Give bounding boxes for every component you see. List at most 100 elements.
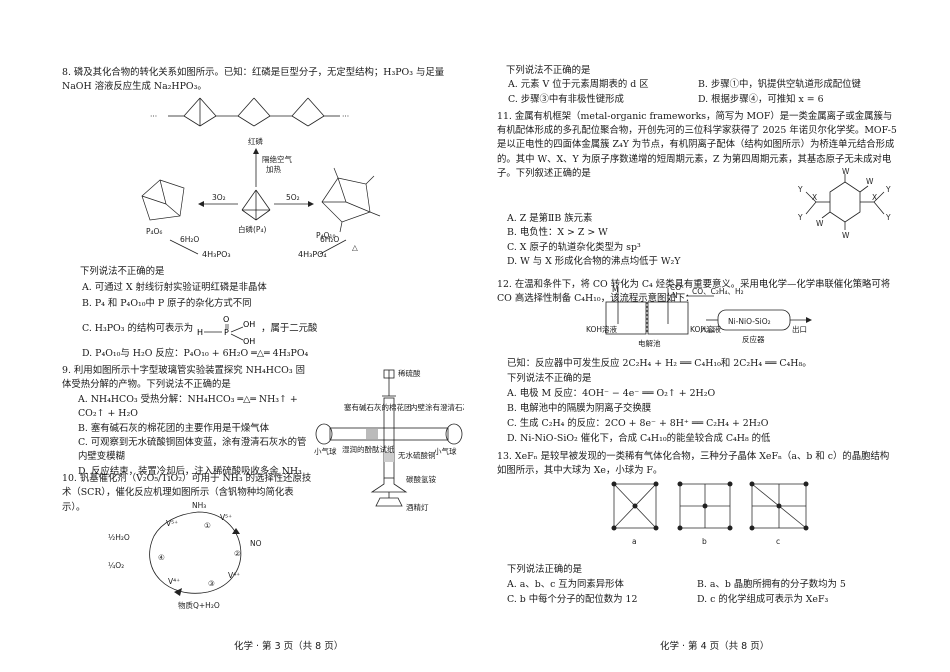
q11-option-a: A. Z 是第ⅡB 族元素 (507, 213, 593, 224)
p4o6-cage (141, 179, 185, 221)
q13-option-c: C. b 中每个分子的配位数为 12 (507, 594, 638, 605)
q11-options: A. Z 是第ⅡB 族元素 B. 电负性：X > Z > W C. X 原子的轨… (507, 212, 787, 270)
acid-label: 稀硫酸 (398, 368, 421, 378)
cell-c-caption: c (776, 537, 780, 546)
q13-option-b: B. a、b 晶胞所拥有的分子数均为 5 (697, 579, 846, 590)
h2o-a: 6H₂O (180, 235, 199, 244)
q8-option-c: C. H₃PO₃ 的结构可表示为 O H P OH OH ，属于二元酸 (80, 312, 460, 346)
q9-stem: 9. 利用如图所示十字型玻璃管实验装置探究 NH₄HCO₃ 固体受热分解的产物。… (62, 365, 305, 391)
q13-crystal-cells: a b c (611, 481, 809, 546)
q8-option-d: D. P₄O₁₀与 H₂O 反应：P₄O₁₀ + 6H₂O ═△═ 4H₃PO₄ (82, 348, 309, 359)
ligand-w2: W (866, 177, 874, 186)
q11-ligand-structure: W W W W X X Y Y Y Y (797, 168, 891, 240)
step3-label: ③ (208, 579, 215, 588)
nh3-label: NH₃ (192, 501, 206, 510)
h3po4-product: 4H₃PO₄ (298, 250, 327, 259)
v5-b: V⁵⁺ (220, 513, 232, 522)
gas-mixture: CO、C₂H₄、H₂ (692, 287, 744, 296)
ligand-y2: Y (797, 213, 803, 222)
q8-options: 下列说法不正确的是 A. 可通过 X 射线衍射实验证明红磷是非晶体 B. P₄ … (80, 264, 460, 362)
p4o6-label: P₄O₆ (146, 227, 162, 236)
q13-option-a: A. a、b、c 互为同素异形体 (507, 579, 624, 590)
q11-option-d: D. W 与 X 形成化合物的沸点均低于 W₂Y (507, 256, 681, 268)
q12-option-a: A. 电极 M 反应：4OH⁻ − 4e⁻ ══ O₂↑ + 2H₂O (507, 388, 716, 399)
cond2-label: 加热 (266, 164, 281, 174)
outlet-label: 出口 (792, 324, 807, 334)
q12-option-b: B. 电解池中的隔膜为阴离子交换膜 (507, 403, 652, 414)
step4-label: ④ (158, 553, 165, 562)
ligand-y3: Y (885, 185, 891, 194)
koh-left: KOH溶液 (586, 324, 618, 334)
q8-option-c-text: C. H₃PO₃ 的结构可表示为 (82, 323, 194, 334)
q12-known: 已知：反应器中可发生反应 2C₂H₄ + H₂ ══ C₄H₁₀和 2C₂H₄ … (507, 358, 812, 369)
q12-prompt: 下列说法不正确的是 (507, 373, 592, 384)
red-p-label: 红磷 (248, 136, 263, 146)
q9-option-a: A. NH₄HCO₃ 受热分解：NH₄HCO₃ ═△═ NH₃↑ + CO₂↑ … (78, 393, 298, 420)
cotton-plug (366, 429, 378, 439)
q13-option-d: D. c 的化学组成可表示为 XeF₃ (697, 594, 829, 605)
v4-b: V⁴⁺ (228, 571, 240, 580)
cell-a-caption: a (632, 537, 637, 546)
footer-right: 化学 · 第 4 页（共 8 页） (660, 641, 770, 652)
electrode-n: N (672, 291, 678, 300)
soda-label: 塞有碱石灰的棉花团 (344, 402, 412, 412)
q12-options: 已知：反应器中可发生反应 2C₂H₄ + H₂ ══ C₄H₁₀和 2C₂H₄ … (507, 356, 897, 446)
q12-flow-diagram: M N CO CO、C₂H₄、H₂ KOH溶液 KOH溶液 电解池 Ni-NiO… (586, 284, 812, 348)
q10-option-a: A. 元素 V 位于元素周期表的 d 区 (508, 79, 649, 91)
q10-prompt: 下列说法不正确的是 (506, 65, 591, 76)
q13-options: 下列说法正确的是 A. a、b、c 互为同素异形体 B. a、b 晶胞所拥有的分… (507, 562, 897, 607)
ligand-x1: X (812, 193, 817, 202)
q9-option-b: B. 塞有碱石灰的棉花团的主要作用是干燥气体 (78, 422, 269, 434)
q12-stem: 12. 在温和条件下，将 CO 转化为 C₄ 烃类具有重要意义。采用电化学—化学… (497, 279, 891, 305)
q8-option-a: A. 可通过 X 射线衍射实验证明红磷是非晶体 (82, 282, 267, 293)
h3po3-structure: O H P OH OH (197, 315, 255, 345)
q8-stem: 8. 磷及其化合物的转化关系如图所示。已知：红磷是巨型分子，无定型结构；H₃PO… (62, 67, 445, 92)
step2-label: ② (234, 549, 241, 558)
koh-right: KOH溶液 (690, 324, 722, 334)
q11-stem: 11. 金属有机框架（metal-organic frameworks，简写为 … (497, 111, 897, 179)
svg-text:H: H (197, 328, 203, 337)
ligand-w4: W (842, 231, 850, 240)
cuso4-bed (384, 452, 394, 462)
q13-stem: 13. XeFₙ 是较早被发现的一类稀有气体化合物，三种分子晶体 XeFₙ（a、… (497, 451, 890, 477)
paper-label: 湿润的酚酞试纸 (342, 444, 395, 454)
cond1-label: 隔绝空气 (262, 154, 292, 164)
q10-options: 下列说法不正确的是 A. 元素 V 位于元素周期表的 d 区 B. 步骤①中，钒… (506, 64, 901, 107)
q10-option-d: D. 根据步骤④，可推知 x = 6 (698, 93, 824, 105)
ligand-y1: Y (797, 185, 803, 194)
catalyst-label: Ni-NiO-SiO₂ (728, 317, 771, 326)
q10-option-c: C. 步骤③中有非极性键形成 (508, 93, 624, 105)
q9-option-d: D. 反应结束，装置冷却后，注入稀硫酸吸收多余 NH₃ (78, 465, 302, 477)
o3-label: 3O₂ (212, 193, 226, 202)
q11-option-c: C. X 原子的轨道杂化类型为 sp³ (507, 241, 641, 253)
balloon-right-label: 小气球 (434, 446, 457, 456)
svg-text:OH: OH (243, 337, 255, 345)
white-p-label: 白磷(P₄) (238, 224, 266, 234)
lamp-label: 酒精灯 (406, 502, 429, 512)
electrode-m: M (612, 285, 618, 294)
h3po3-product: 4H₃PO₃ (202, 250, 231, 259)
red-phosphorus-chain (168, 97, 340, 127)
p4o10-label: P₄O₁₀ (316, 231, 335, 240)
v5-a: V⁵⁺ (166, 519, 178, 528)
cell-b-caption: b (702, 537, 707, 546)
chain-dots-right: ··· (342, 112, 349, 121)
q9-apparatus: 稀硫酸 塞有碱石灰的棉花团 内壁涂有澄清石灰水 小气球 小气球 湿润的酚酞试纸 … (314, 368, 464, 512)
ligand-w1: W (842, 168, 850, 176)
q10-stem: 10. 钒基催化剂（V₂O₅/TiO₂）可用于 NH₃ 的选择性还原技术（SCR… (62, 473, 312, 513)
half-h2o-label: ½H₂O (108, 533, 130, 542)
ligand-w3: W (816, 219, 824, 228)
product-label: 物质Q+H₂O (178, 600, 220, 610)
q8-option-c-tail: ，属于二元酸 (261, 323, 318, 334)
q11-option-b: B. 电负性：X > Z > W (507, 227, 608, 239)
phosphorus-diagram: ··· ··· 红磷 隔绝空气 加热 白磷(P₄) 3O₂ 5O₂ P₄O₆ P… (141, 97, 381, 255)
h2o-b: 6H₂O (320, 235, 339, 244)
balloon-left-label: 小气球 (314, 446, 337, 456)
p4o10-cage (321, 167, 381, 233)
q8-prompt: 下列说法不正确的是 (80, 266, 165, 277)
step1-label: ① (204, 521, 211, 530)
no-label: NO (250, 539, 262, 548)
q9-block: 9. 利用如图所示十字型玻璃管实验装置探究 NH₄HCO₃ 固体受热分解的产物。… (62, 364, 312, 479)
footer-left: 化学 · 第 3 页（共 8 页） (234, 641, 344, 652)
quarter-o2-label: ¼O₂ (108, 561, 124, 570)
